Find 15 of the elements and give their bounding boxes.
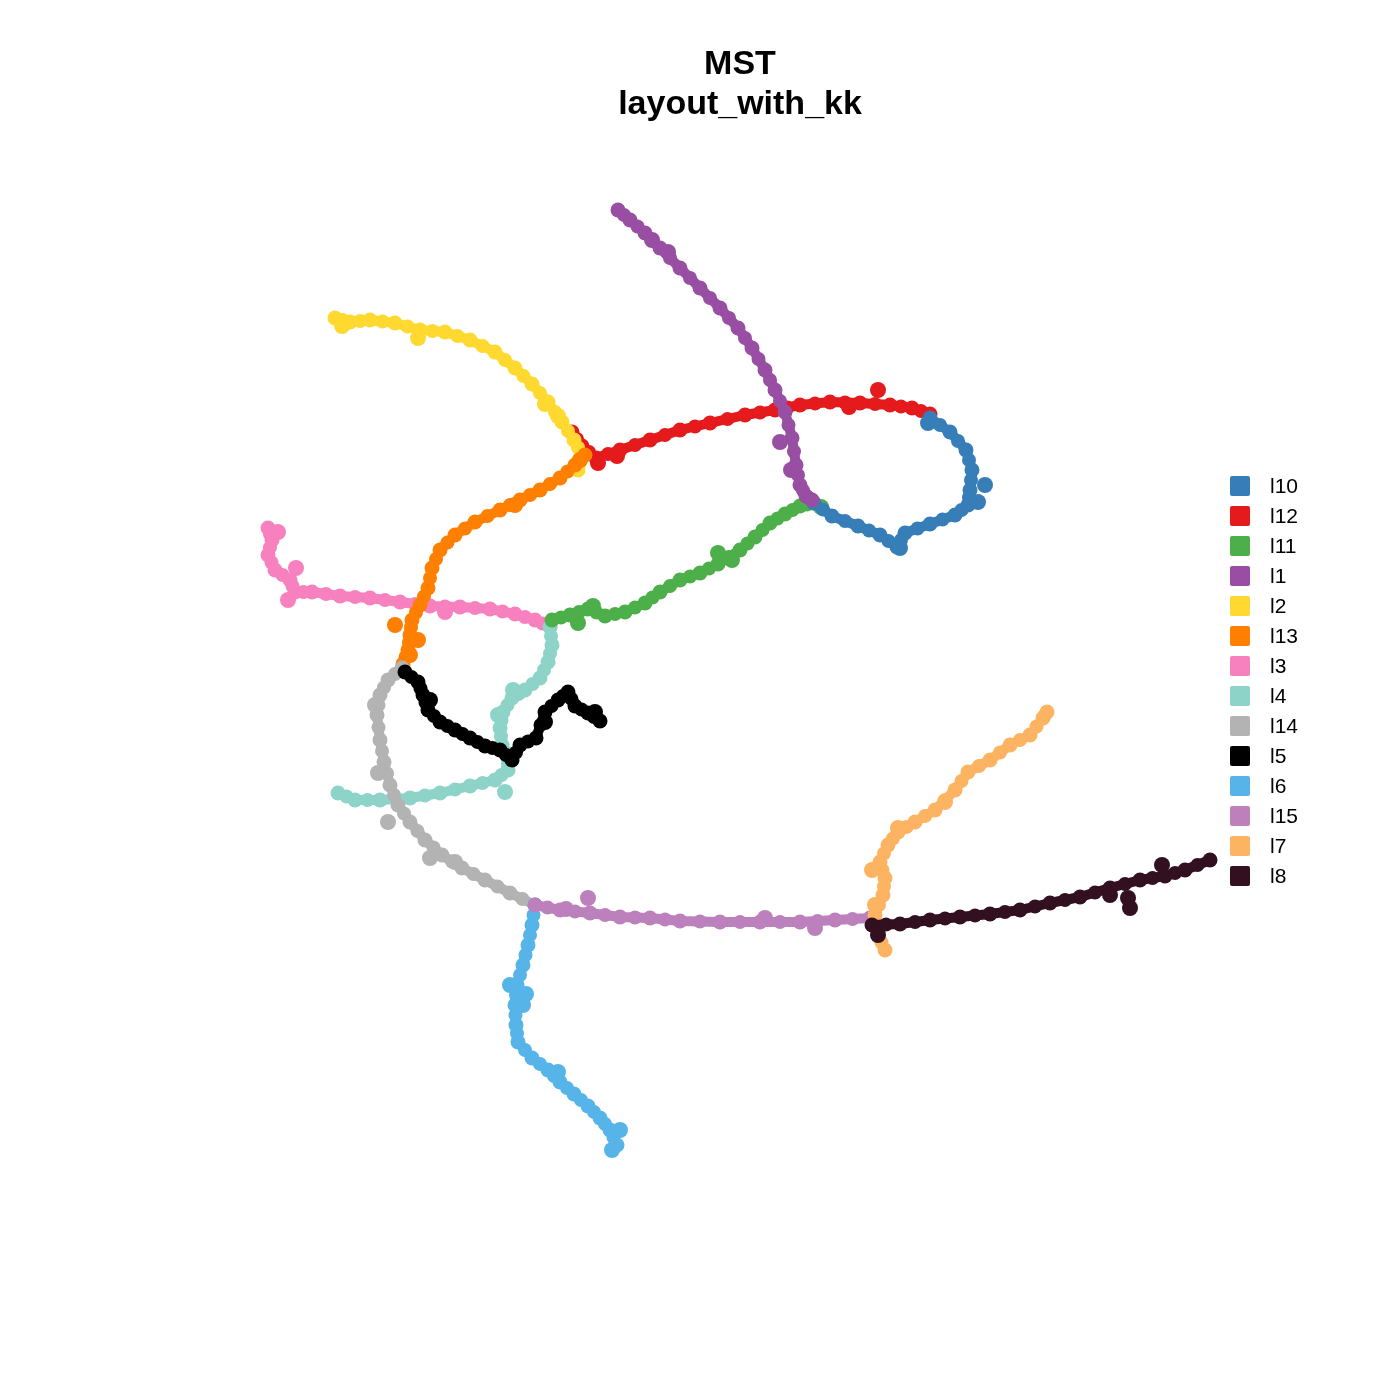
legend-label: l3	[1270, 654, 1287, 678]
legend-label: l1	[1270, 564, 1287, 588]
legend-label: l15	[1270, 804, 1299, 828]
legend-label: l11	[1270, 534, 1297, 558]
legend-label: l4	[1270, 684, 1287, 708]
legend-label: l6	[1270, 774, 1287, 798]
legend-label: l7	[1270, 834, 1287, 858]
legend-label: l12	[1270, 504, 1299, 528]
legend-label: l13	[1270, 624, 1299, 648]
legend-label: l8	[1270, 864, 1287, 888]
chart-title: MST layout_with_kk	[618, 42, 862, 122]
legend-label: l2	[1270, 594, 1287, 618]
legend-label: l10	[1270, 474, 1299, 498]
legend-label: l5	[1270, 744, 1287, 768]
legend-label: l14	[1270, 714, 1299, 738]
